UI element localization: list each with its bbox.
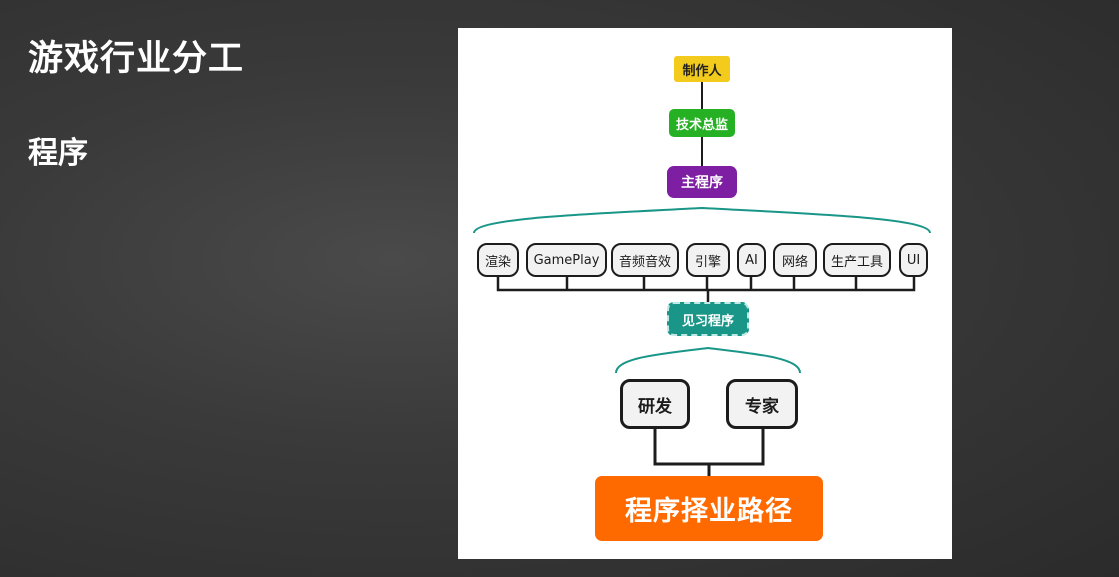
career-path-banner: 程序择业路径 xyxy=(595,476,823,541)
slide-title: 游戏行业分工 xyxy=(28,39,245,79)
track-expert: 专家 xyxy=(726,379,798,429)
category-rendering: 渲染 xyxy=(477,243,519,277)
category-engine: 引擎 xyxy=(686,243,730,277)
tech-director-node: 技术总监 xyxy=(669,109,735,137)
track-rd: 研发 xyxy=(620,379,690,429)
category-network: 网络 xyxy=(773,243,817,277)
category-ai: AI xyxy=(737,243,766,277)
category-ui: UI xyxy=(899,243,928,277)
category-audio: 音频音效 xyxy=(611,243,679,277)
producer-node: 制作人 xyxy=(674,56,730,82)
intern-programmer-node: 见习程序 xyxy=(667,302,749,336)
connector-lines xyxy=(473,82,931,476)
slide-subtitle: 程序 xyxy=(28,136,88,171)
lead-programmer-node: 主程序 xyxy=(667,166,737,198)
category-gameplay: GamePlay xyxy=(526,243,607,277)
career-path-diagram: 制作人 技术总监 主程序 渲染 GamePlay 音频音效 引擎 AI 网络 生… xyxy=(458,28,952,559)
category-tools: 生产工具 xyxy=(823,243,891,277)
